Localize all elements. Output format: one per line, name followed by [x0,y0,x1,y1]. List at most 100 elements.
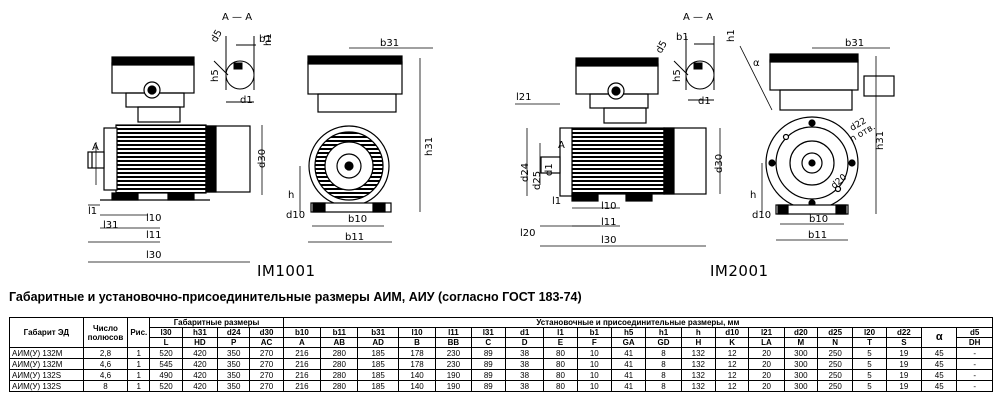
code-header: LA [748,337,785,348]
dim-header: l30 [149,327,183,338]
table-cell: 140 [397,369,437,381]
code-header: A [282,337,322,348]
table-cell: - [956,358,993,370]
svg-text:l10: l10 [601,201,617,212]
table-cell: АИМ(У) 132М [9,358,84,370]
table-cell: 12 [715,347,750,359]
svg-text:d10: d10 [286,210,305,221]
table-cell: АИМ(У) 132S [9,380,84,392]
table-heading: Габаритные и установочно-присоединительн… [9,290,582,304]
section-a-a-right [673,36,715,101]
svg-text:l21: l21 [516,92,532,103]
table-cell: 80 [543,380,578,392]
table-cell: 10 [576,347,612,359]
table-cell: 185 [357,380,399,392]
dim-header: l31 [470,327,506,338]
table-cell: 10 [576,380,612,392]
code-header: B [397,337,437,348]
im2001-front-view [739,45,895,241]
table-cell: 190 [435,369,472,381]
table-cell: 20 [748,380,785,392]
section-title-right: A — A [683,12,713,23]
code-header: C [470,337,506,348]
svg-text:d5: d5 [209,28,225,45]
svg-text:d1: d1 [698,96,711,107]
table-cell: 38 [504,358,545,370]
dim-header: b1 [576,327,612,338]
section-marker-a-right: A [558,140,565,151]
svg-text:l11: l11 [601,217,617,228]
table-cell: 185 [357,369,399,381]
dim-header: l1 [543,327,578,338]
table-cell: 420 [181,369,219,381]
table-cell: 420 [181,380,219,392]
code-header: D [504,337,545,348]
im1001-side-view [87,56,263,263]
table-cell: 89 [470,358,506,370]
dim-header: d22 [885,327,923,338]
svg-text:l10: l10 [146,213,162,224]
section-marker-a: A [92,142,99,153]
code-header: DH [956,337,993,348]
table-cell: 41 [610,358,647,370]
svg-text:d1: d1 [240,95,253,106]
table-cell: 132 [680,347,717,359]
table-cell: 19 [885,358,923,370]
table-cell: 216 [282,347,322,359]
dim-header: d30 [249,327,284,338]
section-title-left: A — A [222,12,252,23]
table-cell: 1 [127,369,151,381]
table-cell: 545 [149,358,183,370]
table-cell: 12 [715,369,750,381]
dim-header: h [680,327,717,338]
code-header: AD [357,337,399,348]
code-header: GA [610,337,647,348]
table-cell: 8 [645,358,682,370]
table-cell: 20 [748,347,785,359]
svg-text:l30: l30 [601,235,617,246]
dim-header: h1 [645,327,682,338]
svg-text:l11: l11 [146,230,162,241]
table-cell: 89 [470,380,506,392]
svg-text:l20: l20 [520,228,536,239]
table-cell: 10 [576,358,612,370]
table-cell: 420 [181,358,219,370]
dim-header: b11 [320,327,359,338]
table-cell: 80 [543,369,578,381]
table-cell: 132 [680,369,717,381]
svg-text:d1: d1 [544,163,555,176]
code-header: P [217,337,251,348]
table-cell: 178 [397,347,437,359]
table-cell: 250 [817,369,854,381]
svg-text:l30: l30 [146,250,162,261]
table-cell: 216 [282,358,322,370]
table-cell: 5 [852,358,887,370]
dim-header: b10 [282,327,322,338]
svg-text:d24: d24 [520,163,531,182]
code-header: F [576,337,612,348]
table-cell: 80 [543,358,578,370]
table-cell: 280 [320,380,359,392]
table-cell: 38 [504,380,545,392]
table-cell: 1 [127,358,151,370]
dim-header: h31 [181,327,219,338]
dim-header: h5 [610,327,647,338]
svg-text:d10: d10 [752,210,771,221]
code-header: H [680,337,717,348]
table-cell: 132 [680,358,717,370]
table-cell: 280 [320,358,359,370]
table-cell: 45 [921,358,958,370]
dim-header: b31 [357,327,399,338]
svg-text:b10: b10 [809,214,828,225]
code-header: S [885,337,923,348]
table-cell: 45 [921,380,958,392]
code-header: L [149,337,183,348]
table-cell: 89 [470,347,506,359]
dim-header: d24 [217,327,251,338]
svg-text:b10: b10 [348,214,367,225]
dim-header: d1 [504,327,545,338]
table-cell: 12 [715,358,750,370]
svg-text:l31: l31 [103,220,119,231]
table-cell: 140 [397,380,437,392]
